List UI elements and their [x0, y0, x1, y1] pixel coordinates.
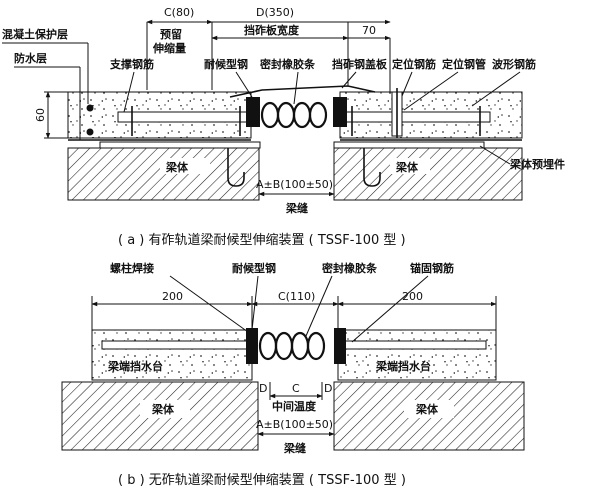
dim-c110: C(110): [278, 290, 315, 303]
dim-reserve-1: 预留: [160, 27, 182, 41]
dim-d-left: D: [259, 382, 267, 395]
diagram-b: 200 C(110) 200 螺柱焊接 耐候型钢 密封橡胶条 锚固钢筋 梁端挡水…: [61, 261, 525, 488]
label-waterproof: 防水层: [14, 51, 47, 65]
seal-rubber-b: [258, 331, 326, 361]
dim-60: 60: [34, 108, 47, 122]
seal-rubber-a: [260, 101, 328, 129]
dim-70: 70: [362, 24, 376, 37]
dim-c: C: [292, 382, 300, 395]
label-retain-right: 梁端挡水台: [375, 359, 431, 373]
dim-mid-temp: 中间温度: [272, 399, 317, 413]
label-weather-steel: 耐候型钢: [204, 57, 248, 71]
label-beam-right-a: 梁体: [395, 160, 419, 174]
retain-platform-left: [91, 329, 253, 381]
label-seal-strip: 密封橡胶条: [260, 57, 316, 71]
dim-gap-b: A±B(100±50): [256, 418, 333, 431]
label-beam-left-a: 梁体: [165, 160, 189, 174]
label-wave-rebar: 波形钢筋: [492, 57, 536, 71]
label-joint-a: 梁缝: [285, 201, 308, 215]
caption-b: ( b ) 无砟轨道梁耐候型伸缩装置 ( TSSF-100 型 ): [118, 472, 406, 488]
dim-c80: C(80): [164, 6, 194, 19]
embedded-plate-right: [333, 141, 485, 149]
label-locating-rebar: 定位钢筋: [392, 57, 436, 71]
retain-platform-right: [337, 329, 497, 381]
caption-a: ( a ) 有砟轨道梁耐候型伸缩装置 ( TSSF-100 型 ): [118, 232, 406, 248]
diagram-a: C(80) D(350) 预留 伸缩量 挡砟板宽度 70 60 混凝土保护层 防…: [2, 6, 565, 248]
dim-d-right: D: [324, 382, 332, 395]
label-joint-b: 梁缝: [283, 441, 306, 455]
label-retain-left: 梁端挡水台: [107, 359, 163, 373]
label-bolt-weld: 螺柱焊接: [110, 261, 154, 275]
dim-200-right: 200: [402, 290, 423, 303]
dim-gap-a: A±B(100±50): [256, 178, 333, 191]
label-embedded: 梁体预埋件: [509, 157, 565, 171]
label-ballast-cover: 挡砟钢盖板: [332, 57, 388, 71]
label-locating-tube: 定位钢管: [442, 57, 486, 71]
label-beam-left-b: 梁体: [151, 402, 175, 416]
label-weather-steel-b: 耐候型钢: [232, 261, 276, 275]
dim-reserve-2: 伸缩量: [152, 41, 186, 55]
dim-d350: D(350): [256, 6, 294, 19]
label-beam-right-b: 梁体: [415, 402, 439, 416]
embedded-plate-left: [99, 141, 261, 149]
label-anchor-rebar: 锚固钢筋: [410, 261, 454, 275]
label-concrete-cover: 混凝土保护层: [2, 27, 68, 41]
dim-plate-width: 挡砟板宽度: [244, 23, 300, 37]
dim-200-left: 200: [162, 290, 183, 303]
label-seal-strip-b: 密封橡胶条: [322, 261, 378, 275]
label-support-rebar: 支撑钢筋: [109, 57, 154, 71]
